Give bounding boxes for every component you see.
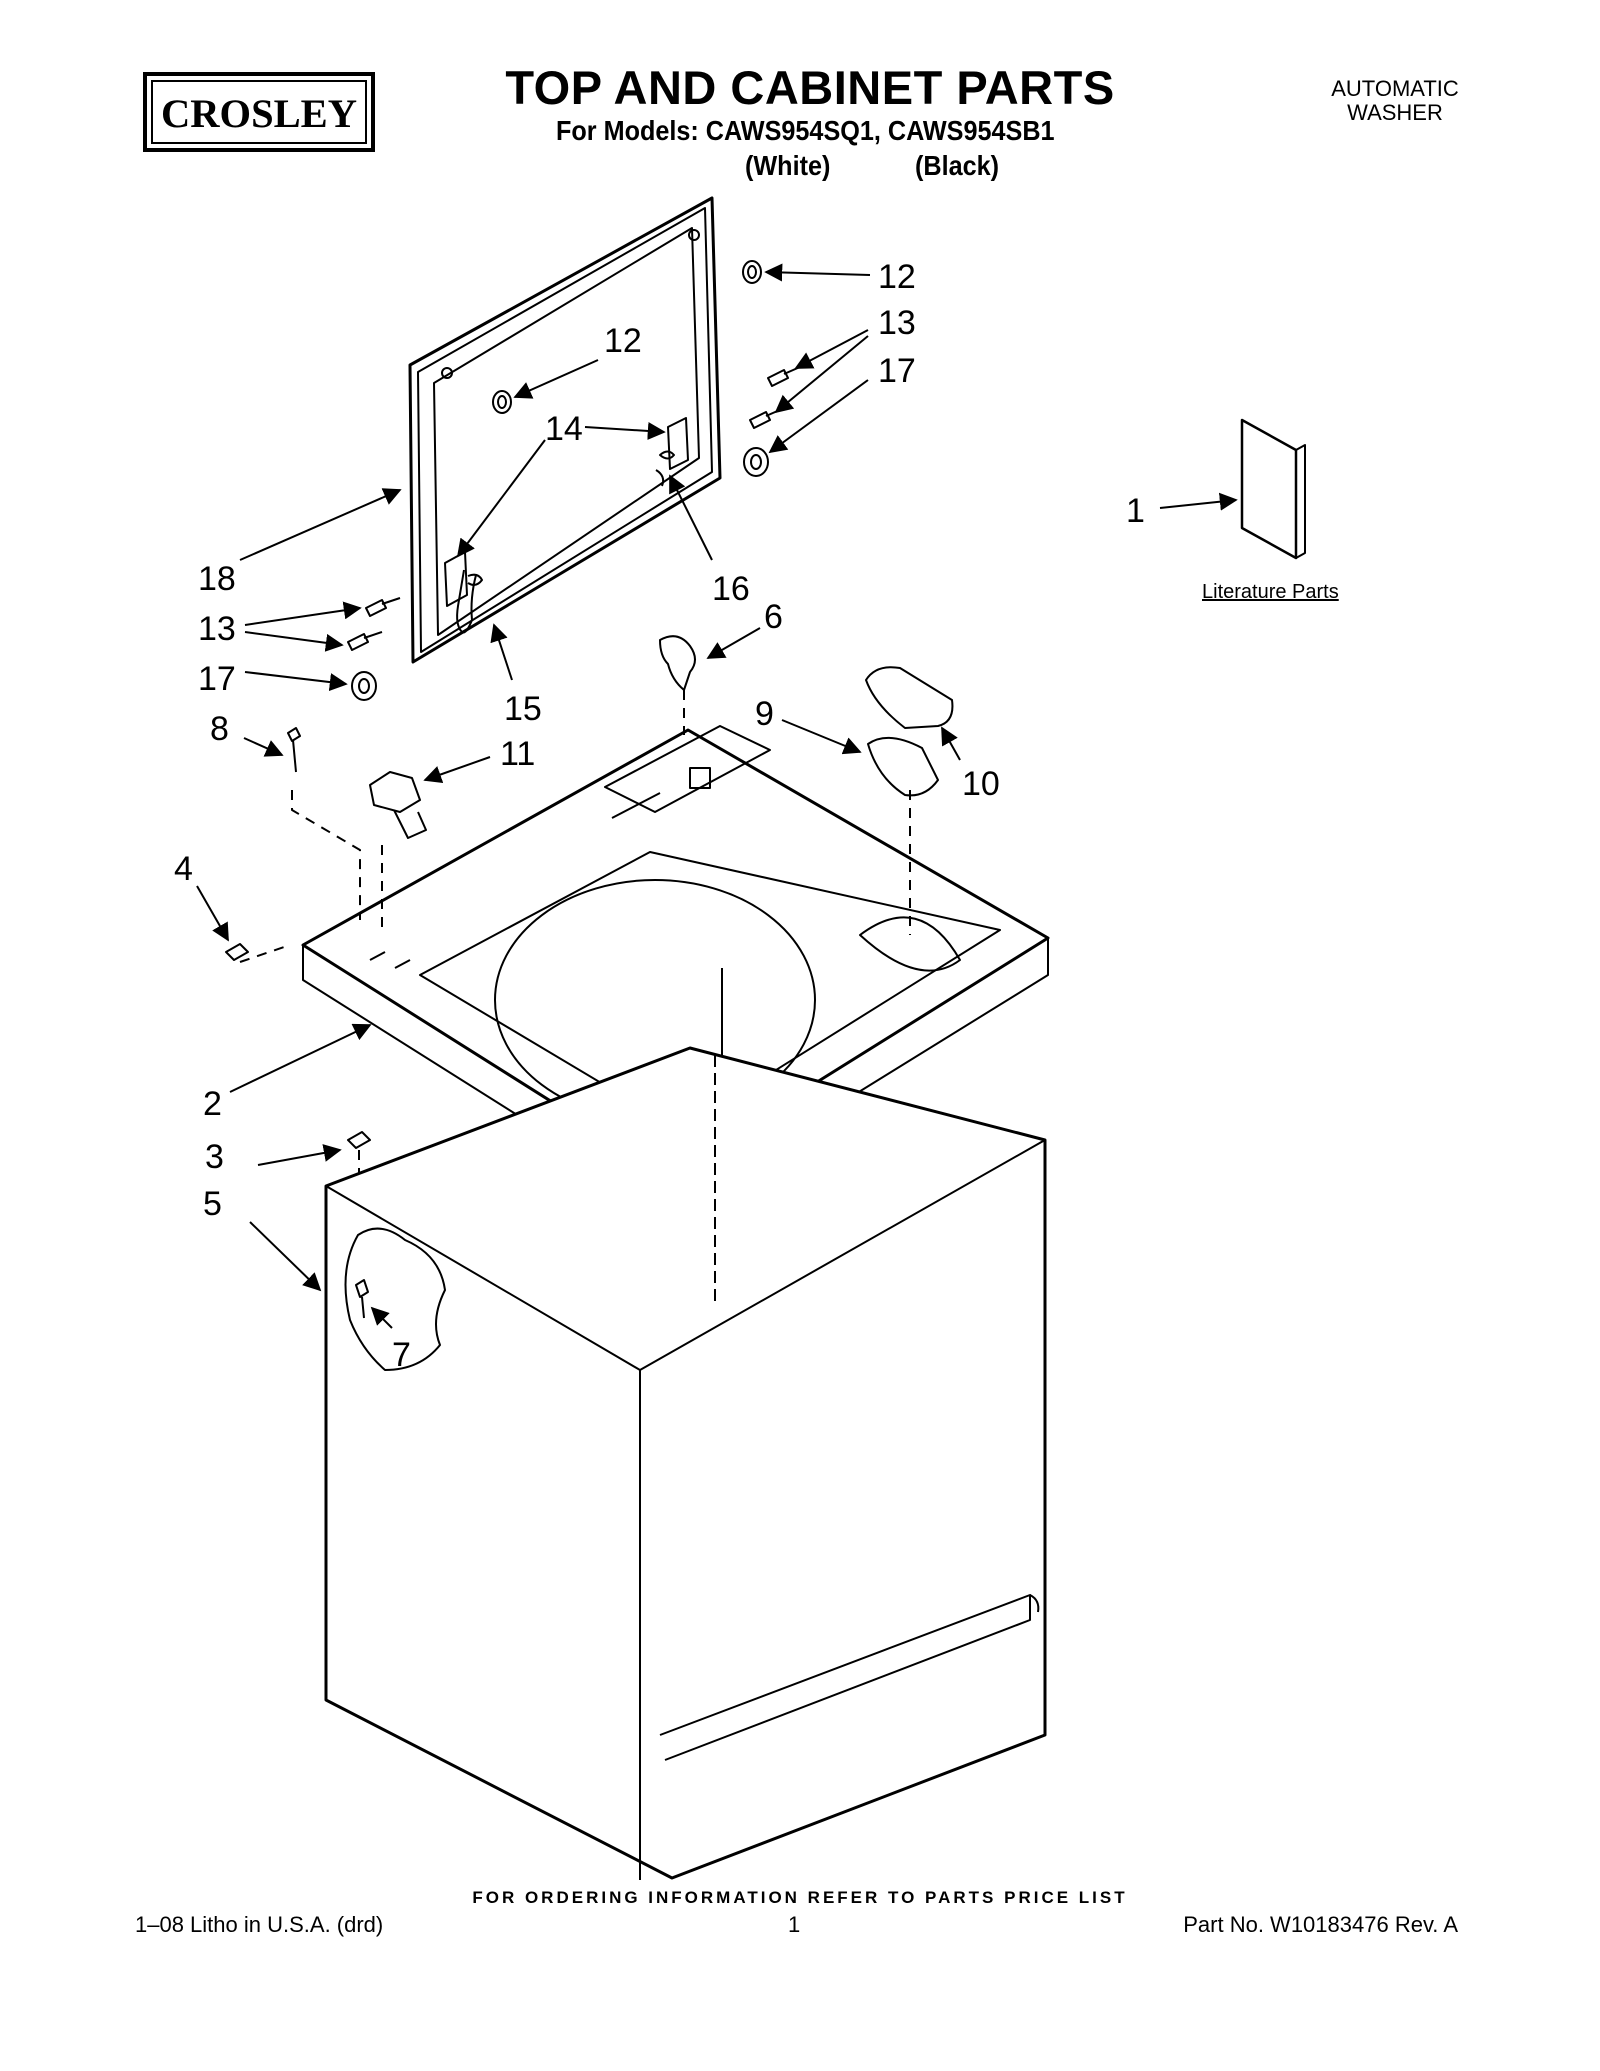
part-number: Part No. W10183476 Rev. A — [1183, 1912, 1458, 1937]
callout-16: 16 — [712, 570, 750, 608]
arrow-14a — [584, 421, 666, 440]
rod-clip-2 — [467, 573, 483, 586]
rod-clip — [655, 450, 675, 487]
arrow-17a — [768, 379, 869, 454]
arrow-8 — [243, 737, 284, 757]
arrow-18 — [239, 488, 402, 561]
arrow-16 — [669, 474, 713, 561]
cabinet-cutaway — [344, 1227, 446, 1371]
callout-4: 4 — [174, 850, 193, 888]
callout-11: 11 — [500, 735, 535, 773]
callout-12a: 12 — [878, 258, 916, 296]
callout-17b: 17 — [198, 660, 236, 698]
page-number: 1 — [788, 1912, 801, 1937]
arrow-4 — [196, 885, 229, 942]
arrow-15 — [490, 623, 513, 681]
callout-15: 15 — [504, 690, 542, 728]
arrow-12b — [513, 359, 599, 399]
top-clip — [225, 943, 249, 961]
dispenser-cap — [865, 666, 954, 729]
brand-name: CROSLEY — [161, 91, 357, 136]
cabinet — [324, 1046, 1047, 1880]
callout-5: 5 — [203, 1185, 222, 1223]
page-title: TOP AND CABINET PARTS — [505, 61, 1115, 114]
callout-7: 7 — [392, 1336, 411, 1374]
lid-switch — [369, 771, 427, 839]
brand-logo: CROSLEY — [143, 72, 375, 152]
callout-6: 6 — [764, 598, 783, 636]
bleach-dispenser — [867, 737, 939, 797]
ordering-note: FOR ORDERING INFORMATION REFER TO PARTS … — [472, 1888, 1128, 1907]
arrow-13a — [794, 329, 869, 369]
callout-13a: 13 — [878, 304, 916, 342]
arrow-6 — [706, 627, 761, 659]
literature-booklet — [1240, 418, 1298, 560]
callout-8: 8 — [210, 710, 229, 748]
arrow-17b — [244, 671, 348, 692]
arrow-1 — [1159, 492, 1238, 511]
lid-bumper — [492, 260, 762, 414]
tub-ring-clip — [659, 635, 696, 691]
variant-white-label: (White) — [745, 150, 831, 181]
switch-screw — [287, 727, 301, 773]
appliance-type-line1: AUTOMATIC — [1331, 76, 1459, 101]
callout-2: 2 — [203, 1085, 222, 1123]
callout-17a: 17 — [878, 352, 916, 390]
lid-switch-rod — [456, 569, 477, 634]
arrow-14b — [456, 439, 546, 558]
callout-3: 3 — [205, 1138, 224, 1176]
variant-black-label: (Black) — [915, 150, 1000, 181]
arrow-13b — [774, 335, 869, 414]
models-line: For Models: CAWS954SQ1, CAWS954SB1 — [556, 115, 1055, 146]
callout-1: 1 — [1126, 492, 1145, 530]
cabinet-clip — [347, 1131, 371, 1149]
arrow-5 — [249, 1221, 322, 1292]
arrow-13c — [244, 601, 362, 626]
arrow-2 — [229, 1023, 372, 1093]
hinge-screw — [347, 366, 801, 651]
callout-18: 18 — [198, 560, 236, 598]
arrow-10 — [941, 726, 961, 761]
callout-12b: 12 — [604, 322, 642, 360]
arrow-9 — [781, 719, 862, 755]
callout-13b: 13 — [198, 610, 236, 648]
arrow-13d — [244, 631, 344, 652]
arrow-3 — [257, 1144, 342, 1166]
literature-parts-label: Literature Parts — [1202, 581, 1339, 603]
washer-lid — [408, 196, 722, 664]
arrow-11 — [423, 756, 491, 784]
arrow-12a — [764, 263, 871, 282]
arrow-7 — [370, 1306, 393, 1329]
cabinet-screw — [355, 1279, 369, 1319]
callout-10: 10 — [962, 765, 1000, 803]
litho-note: 1–08 Litho in U.S.A. (drd) — [135, 1912, 384, 1937]
appliance-type-line2: WASHER — [1347, 100, 1443, 126]
callout-14: 14 — [545, 410, 583, 448]
hinge-spacer — [351, 447, 769, 701]
appliance-type: AUTOMATIC WASHER — [1310, 76, 1480, 126]
callout-9: 9 — [755, 695, 774, 733]
